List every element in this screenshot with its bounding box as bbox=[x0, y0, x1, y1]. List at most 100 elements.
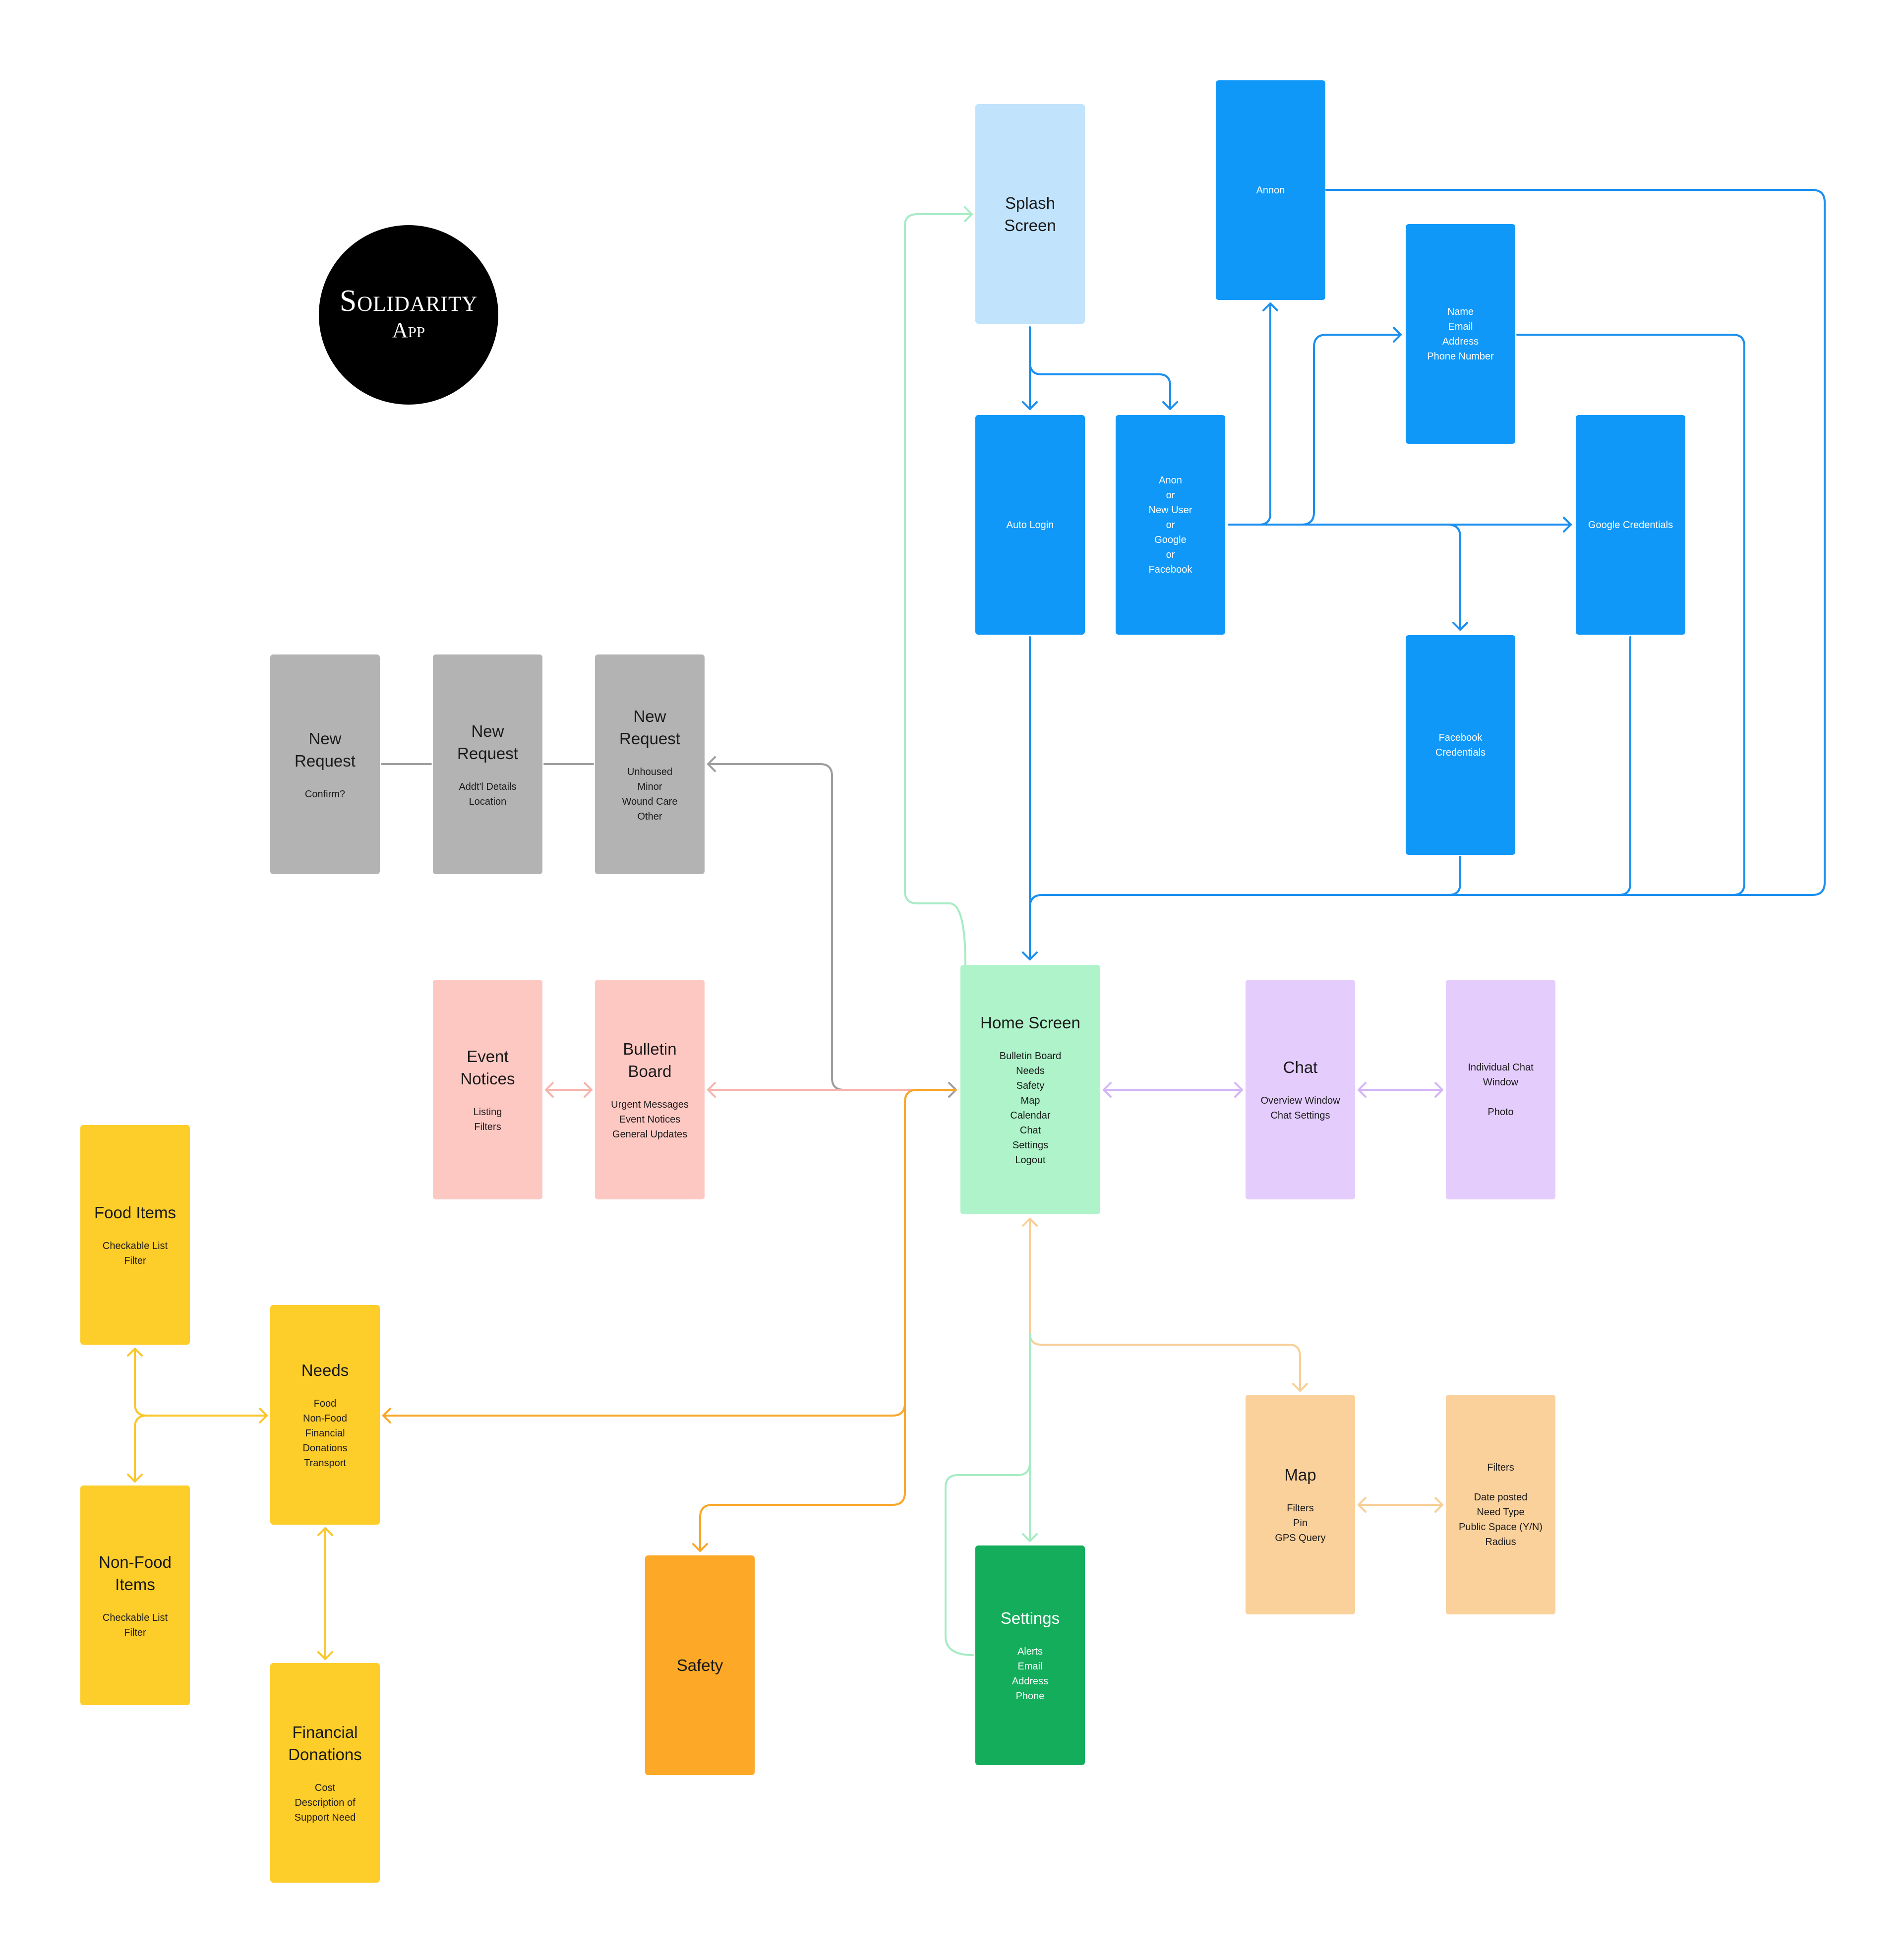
node-detail-line: New User bbox=[1148, 504, 1192, 516]
node-title-line: Settings bbox=[1000, 1609, 1060, 1627]
app-logo: Solidarity App bbox=[319, 225, 498, 405]
node-detail-line: Filters bbox=[1287, 1503, 1314, 1514]
node-detail-line: Logout bbox=[1015, 1155, 1046, 1166]
connector-name-home bbox=[1516, 334, 1745, 896]
node-detail-line: Filters bbox=[1487, 1462, 1514, 1473]
node-title-line: New bbox=[471, 721, 504, 740]
node-title: Map bbox=[1284, 1464, 1316, 1486]
node-detail-line: Map bbox=[1020, 1095, 1040, 1106]
node-detail-line: Filter bbox=[124, 1627, 146, 1638]
node-detail-line: Minor bbox=[637, 781, 662, 792]
node-safety[interactable]: Safety bbox=[645, 1555, 755, 1775]
node-title: Settings bbox=[1001, 1607, 1060, 1629]
node-auto-login[interactable]: Auto Login bbox=[975, 415, 1085, 635]
connector-newuser-facebook bbox=[1447, 524, 1461, 631]
arrowhead bbox=[1434, 1497, 1443, 1513]
node-detail-line: Chat bbox=[1019, 1125, 1041, 1136]
node-detail-line: Facebook bbox=[1438, 732, 1483, 743]
node-detail-line: Auto Login bbox=[1006, 519, 1054, 531]
logo-line-1: Solidarity bbox=[339, 284, 478, 318]
arrowhead bbox=[1452, 622, 1468, 631]
connector-newuser-name bbox=[1301, 334, 1402, 526]
arrowhead bbox=[1022, 1533, 1038, 1542]
node-detail-line: Public Space (Y/N) bbox=[1459, 1521, 1543, 1533]
node-title-line: Request bbox=[295, 751, 356, 770]
node-title-line: Request bbox=[457, 744, 518, 763]
node-detail-line: Chat Settings bbox=[1270, 1110, 1330, 1121]
connector-splash-newuser bbox=[1029, 361, 1171, 410]
node-detail-line: Address bbox=[1012, 1676, 1049, 1687]
node-title-line: New bbox=[308, 729, 342, 748]
node-title: Food Items bbox=[94, 1201, 176, 1224]
node-detail-line: Photo bbox=[1488, 1106, 1514, 1118]
node-detail-line: Filters bbox=[474, 1121, 501, 1132]
node-detail-line: Overview Window bbox=[1260, 1095, 1340, 1106]
node-title-line: Request bbox=[619, 729, 680, 748]
node-detail-line: Facebook bbox=[1148, 564, 1192, 575]
node-title-line: Event bbox=[467, 1047, 509, 1066]
node-google[interactable]: Google Credentials bbox=[1576, 415, 1685, 635]
node-details: Annon bbox=[1256, 183, 1285, 198]
node-detail-line bbox=[1468, 1090, 1533, 1105]
node-detail-line: Settings bbox=[1012, 1140, 1049, 1151]
node-annon[interactable]: Annon bbox=[1216, 80, 1325, 300]
arrowhead bbox=[707, 1082, 716, 1098]
node-detail-line: Phone Number bbox=[1427, 351, 1494, 362]
connector-settings-home bbox=[945, 1462, 1031, 1656]
node-title-line: Bulletin bbox=[623, 1039, 677, 1058]
arrowhead bbox=[1434, 1082, 1443, 1098]
node-detail-line: Donations bbox=[302, 1443, 348, 1454]
node-detail-line: Event Notices bbox=[619, 1114, 681, 1125]
arrowhead bbox=[1103, 1082, 1112, 1098]
node-title-line: Notices bbox=[460, 1069, 515, 1088]
node-detail-line: Google Credentials bbox=[1588, 519, 1673, 531]
connector-newuser-annon bbox=[1258, 302, 1271, 526]
arrowhead bbox=[1022, 1218, 1038, 1227]
node-detail-line: Need Type bbox=[1477, 1506, 1525, 1518]
arrowhead bbox=[127, 1474, 143, 1483]
node-detail-line: Financial bbox=[305, 1428, 345, 1439]
node-title-line: Food Items bbox=[94, 1203, 177, 1222]
node-detail-line: Radius bbox=[1485, 1536, 1516, 1547]
node-title-line: Screen bbox=[1004, 216, 1056, 235]
node-title-line: Items bbox=[115, 1575, 155, 1594]
node-detail-line: Other bbox=[637, 811, 662, 822]
node-detail-line: Email bbox=[1448, 321, 1473, 332]
node-detail-line: Window bbox=[1483, 1076, 1519, 1088]
node-title: Home Screen bbox=[980, 1011, 1080, 1034]
arrowhead bbox=[1262, 302, 1278, 311]
node-title-line: New bbox=[633, 707, 666, 725]
node-detail-line: Unhoused bbox=[627, 766, 673, 777]
node-detail-line: Anon bbox=[1159, 475, 1182, 486]
